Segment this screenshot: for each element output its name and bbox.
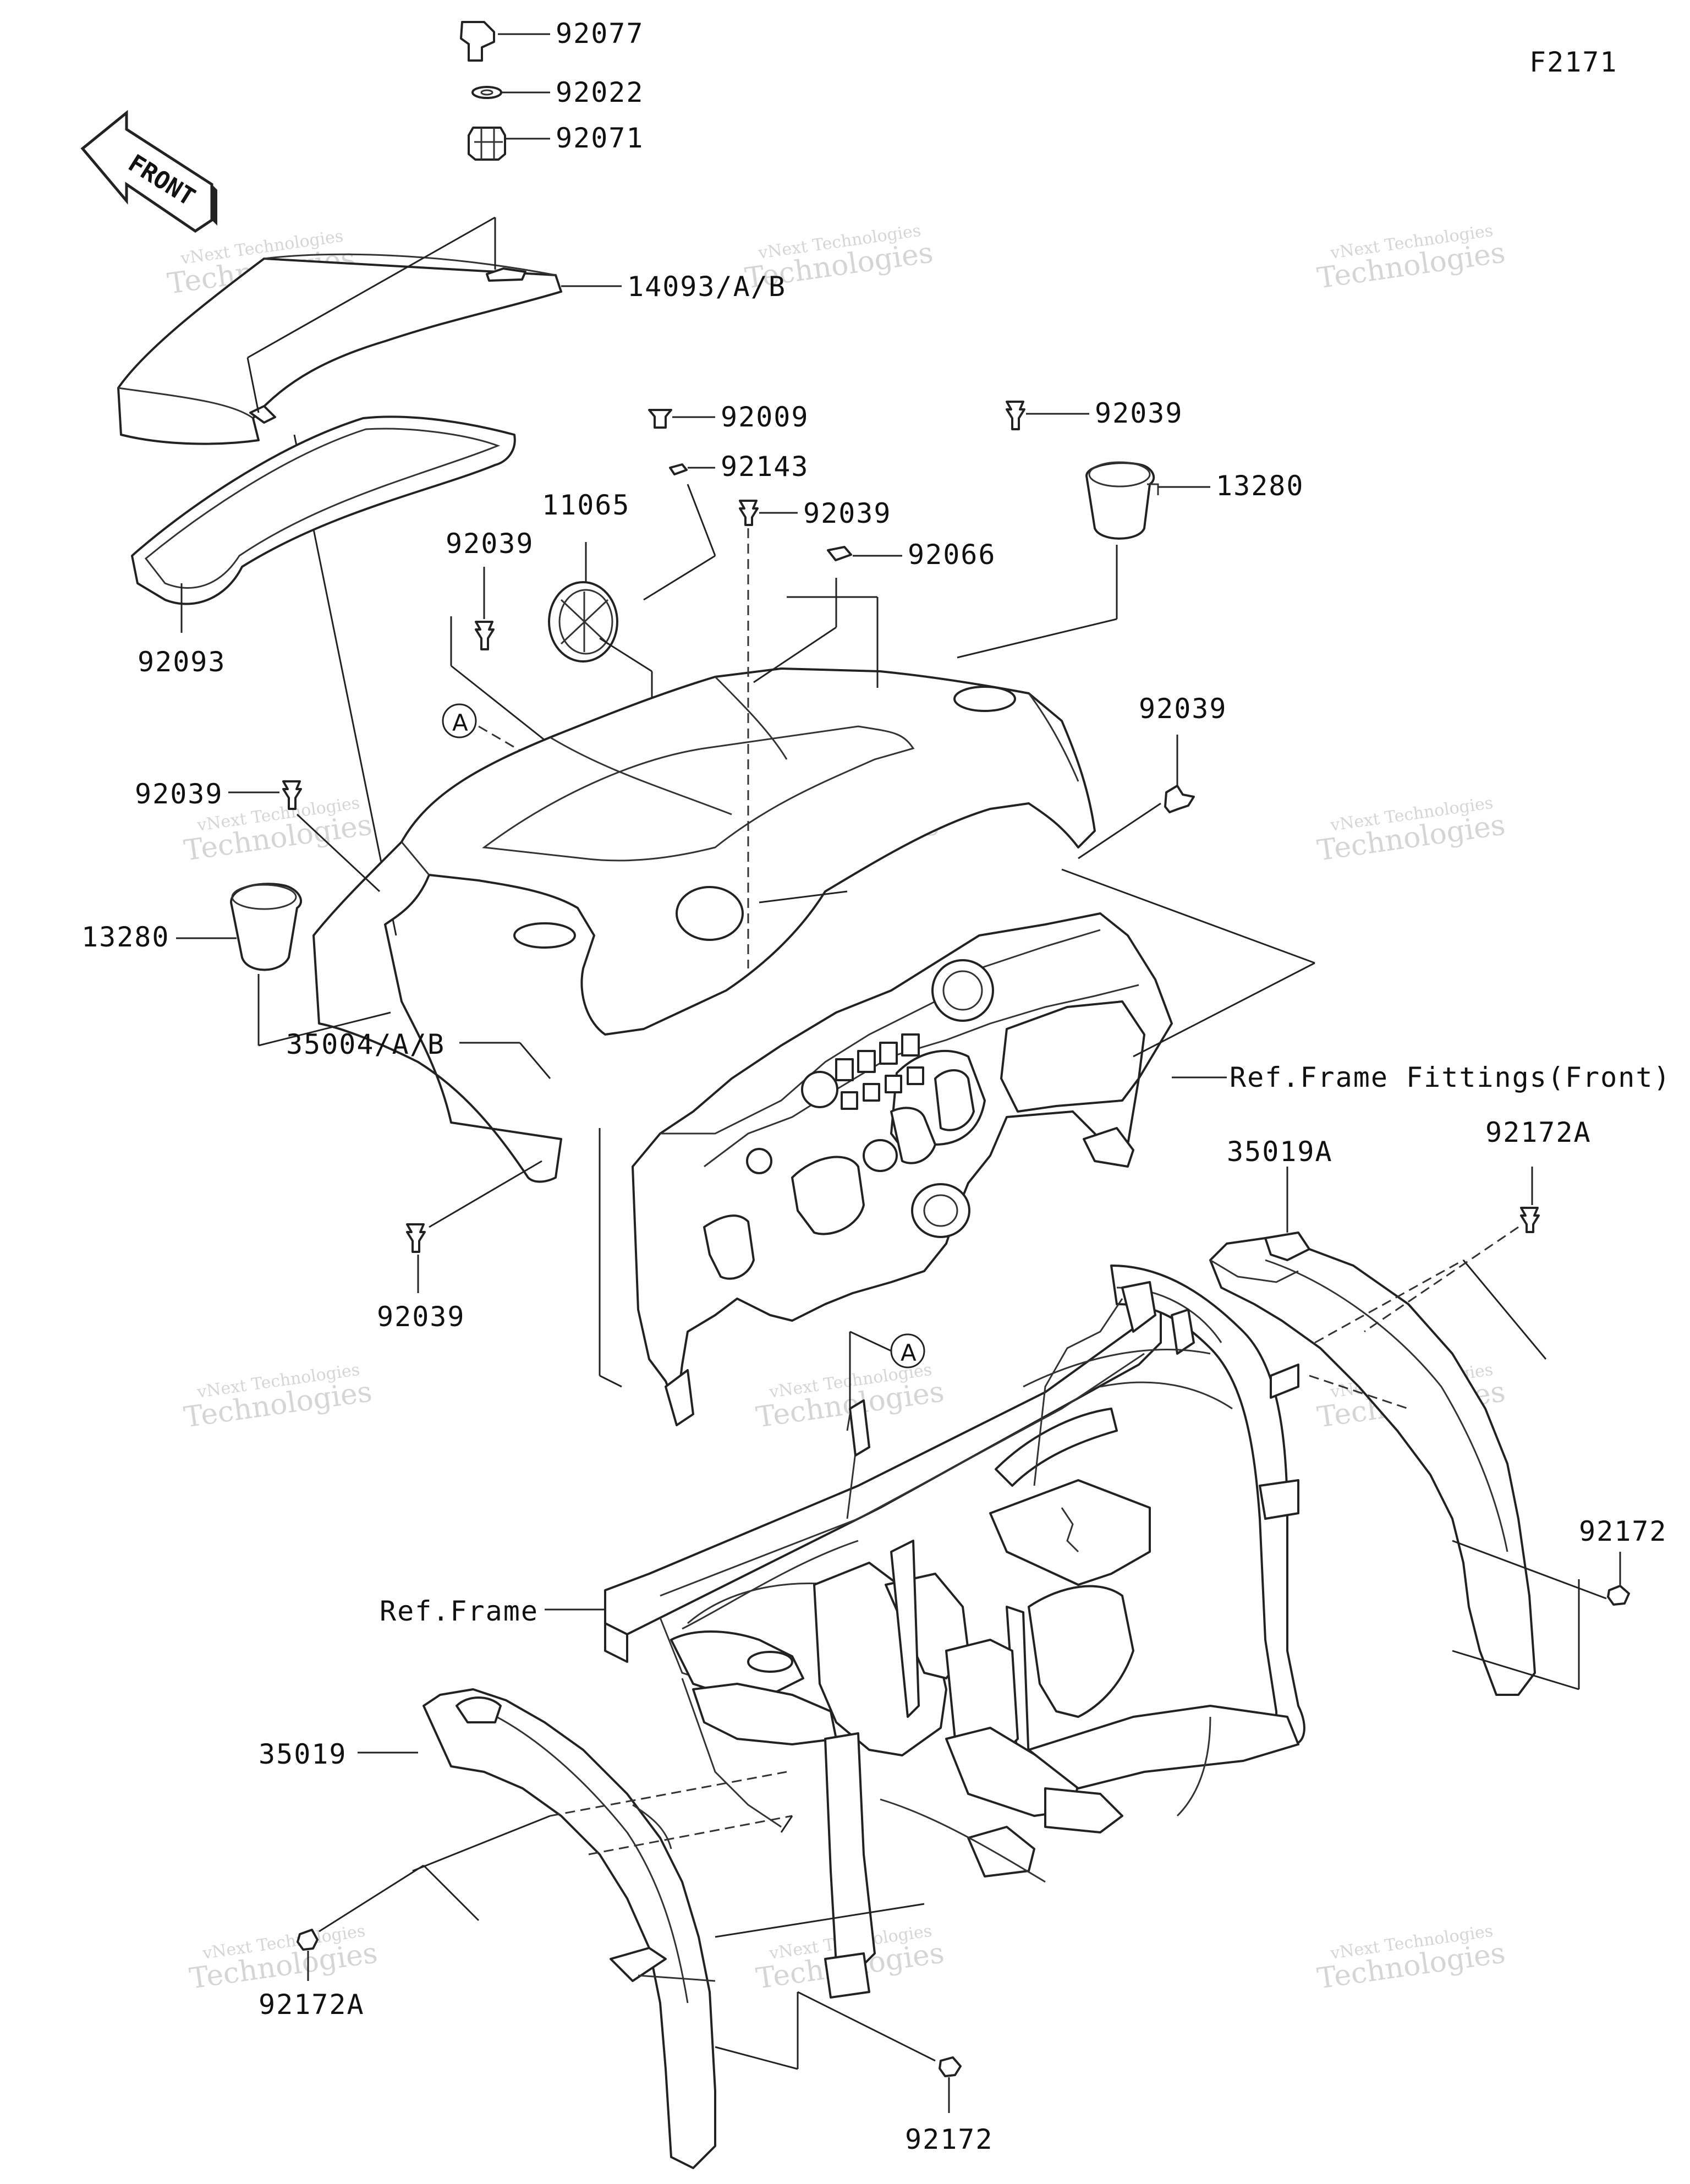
dashboard-frame-fittings	[632, 912, 1173, 1426]
part-92039-top-icon	[1006, 401, 1025, 430]
cup-holder-left-13280	[230, 883, 303, 971]
front-arrow-icon: FRONT	[80, 110, 217, 233]
part-92172A-right-icon	[1520, 1207, 1540, 1233]
cap-11065-icon	[548, 581, 618, 663]
part-92039-bottom-icon	[406, 1223, 426, 1253]
callout-a-bottom: A	[890, 1333, 925, 1369]
rear-body-35004	[312, 667, 1096, 1183]
figure-code: F2171	[1529, 46, 1618, 78]
part-92071-icon	[468, 127, 506, 161]
label-92022: 92022	[556, 76, 644, 108]
label-92077: 92077	[556, 18, 644, 50]
label-92039-left: 92039	[446, 528, 534, 560]
label-92093: 92093	[138, 646, 226, 678]
part-92077-icon	[460, 21, 495, 62]
part-92143-icon	[669, 463, 688, 475]
label-13280-right: 13280	[1216, 470, 1304, 502]
part-92066-icon	[827, 546, 852, 561]
part-92172A-left-icon	[297, 1929, 319, 1951]
fender-left-35019	[422, 1688, 716, 2169]
label-92039-right: 92039	[1139, 693, 1227, 725]
label-92172-right: 92172	[1579, 1515, 1667, 1547]
label-14093: 14093/A/B	[627, 271, 786, 303]
label-ref-frame-fittings: Ref.Frame Fittings(Front)	[1230, 1061, 1671, 1093]
label-11065: 11065	[542, 489, 630, 521]
label-92172A-left: 92172A	[259, 1989, 365, 2021]
label-92066: 92066	[908, 539, 996, 571]
part-92039-icon	[739, 500, 759, 526]
label-92172-bottom: 92172	[905, 2123, 994, 2155]
lid-panel-14093	[117, 253, 562, 445]
label-92039-top: 92039	[1095, 397, 1183, 429]
label-35004: 35004/A/B	[286, 1028, 445, 1060]
callout-a-label: A	[901, 1339, 917, 1366]
part-92172-right-icon	[1607, 1585, 1630, 1606]
label-13280-left: 13280	[81, 921, 170, 953]
part-92009-icon	[648, 409, 672, 429]
part-92022-icon	[471, 86, 502, 99]
fender-right-35019A	[1209, 1231, 1536, 1696]
label-92039-mid: 92039	[803, 497, 892, 529]
label-92039-bottom: 92039	[377, 1301, 465, 1333]
main-frame	[604, 1265, 1305, 1999]
callout-a-top: A	[442, 703, 477, 738]
part-92172-bottom-icon	[939, 2056, 962, 2077]
label-35019A: 35019A	[1227, 1136, 1333, 1168]
label-92143: 92143	[721, 451, 809, 483]
label-ref-frame: Ref.Frame	[380, 1595, 539, 1627]
switch-panel-icon	[835, 1033, 924, 1110]
seal-92093	[131, 415, 516, 605]
part-92039-left-icon	[475, 621, 495, 650]
label-92039-lower-left: 92039	[135, 778, 223, 810]
cup-holder-right-13280	[1085, 461, 1159, 540]
label-35019: 35019	[259, 1738, 347, 1770]
part-92039-lower-left-icon	[282, 780, 302, 810]
part-92039-right-icon	[1164, 785, 1195, 813]
label-92172A-right: 92172A	[1485, 1116, 1592, 1148]
label-92009: 92009	[721, 401, 809, 433]
label-92071: 92071	[556, 122, 644, 154]
callout-a-label: A	[452, 709, 468, 736]
